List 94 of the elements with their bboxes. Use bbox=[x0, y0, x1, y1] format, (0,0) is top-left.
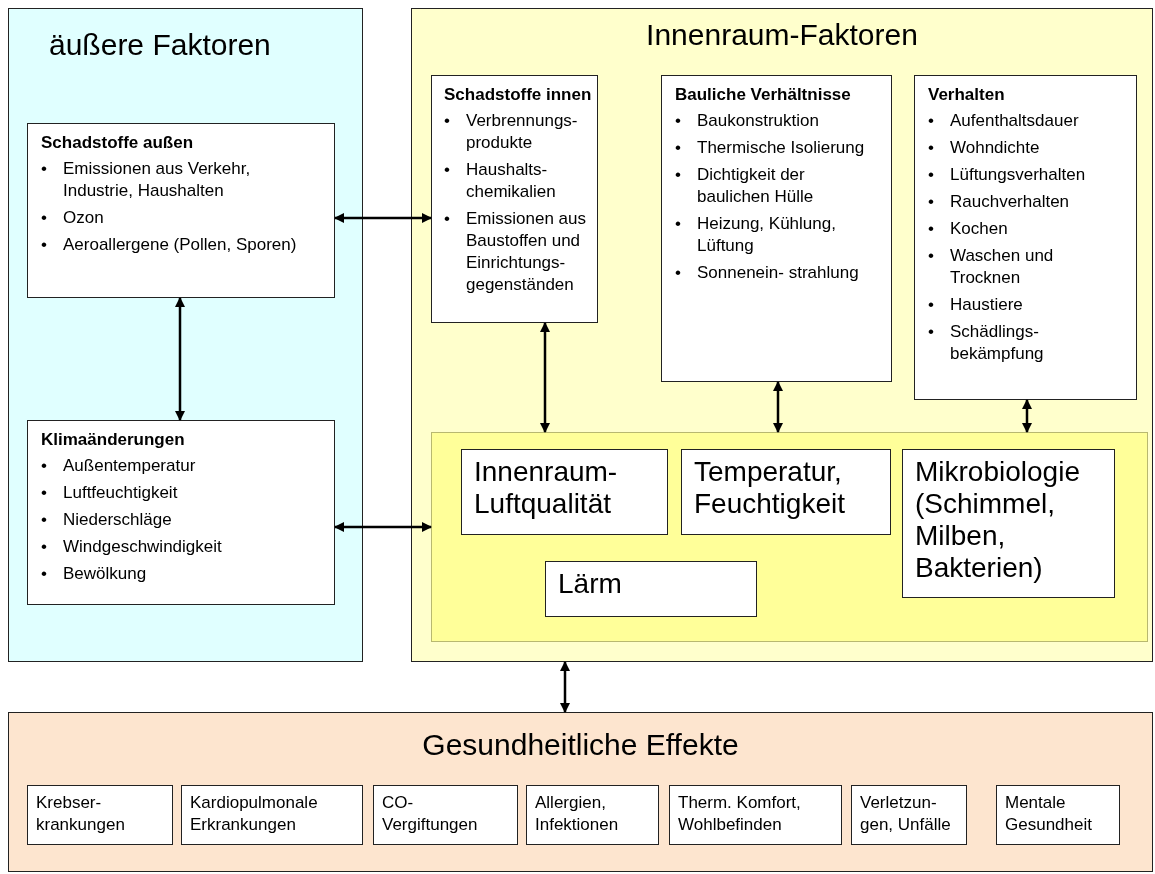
bullet-marker: • bbox=[675, 164, 681, 186]
effect-box bbox=[669, 785, 842, 845]
bullet-item: Waschen und Trocknen bbox=[950, 246, 1054, 287]
bullet-marker: • bbox=[928, 321, 934, 343]
bullet-item: Wohndichte bbox=[950, 138, 1040, 157]
bullet-item: Luftfeuchtigkeit bbox=[63, 483, 178, 502]
effect-box bbox=[851, 785, 967, 845]
bullet-marker: • bbox=[41, 482, 47, 504]
bullet-marker: • bbox=[675, 262, 681, 284]
double-arrow bbox=[334, 213, 432, 223]
effect-box bbox=[526, 785, 659, 845]
condition-box bbox=[545, 561, 757, 617]
effect-box bbox=[27, 785, 173, 845]
bullet-marker: • bbox=[928, 245, 934, 267]
effect-box bbox=[996, 785, 1120, 845]
box-heading: Schadstoffe innen bbox=[444, 84, 593, 106]
bullet-item: Außentemperatur bbox=[63, 456, 196, 475]
effect-box bbox=[181, 785, 363, 845]
bullet-item: Heizung, Kühlung, Lüftung bbox=[697, 214, 836, 255]
bullet-marker: • bbox=[928, 110, 934, 132]
effect-label: Kardiopulmonale Erkrankungen bbox=[190, 792, 319, 836]
list-box bbox=[661, 75, 892, 382]
bullet-marker: • bbox=[928, 137, 934, 159]
effect-label: CO- Vergiftungen bbox=[382, 792, 479, 836]
bullet-item: Rauchverhalten bbox=[950, 192, 1070, 211]
bullet-marker: • bbox=[928, 164, 934, 186]
list-box bbox=[27, 420, 335, 605]
condition-label: Temperatur, Feuchtigkeit bbox=[694, 456, 846, 520]
bullet-marker: • bbox=[41, 207, 47, 229]
bullet-item: Aufenthaltsdauer bbox=[950, 111, 1079, 130]
bullet-item: Emissionen aus Baustoffen und Einrichtungs- gegenständen bbox=[466, 209, 586, 294]
effect-box bbox=[373, 785, 518, 845]
panel-title: Gesundheitliche Effekte bbox=[421, 728, 740, 762]
bullet-item: Dichtigkeit der baulichen Hülle bbox=[697, 165, 814, 206]
health-effects-panel bbox=[8, 712, 1153, 872]
double-arrow bbox=[334, 522, 432, 532]
bullet-marker: • bbox=[41, 509, 47, 531]
list-box bbox=[914, 75, 1137, 400]
effect-label: Therm. Komfort, Wohlbefinden bbox=[678, 792, 802, 836]
bullet-item: Emissionen aus Verkehr, Industrie, Haushalten bbox=[63, 159, 251, 200]
bullet-marker: • bbox=[41, 234, 47, 256]
bullet-item: Schädlings- bekämpfung bbox=[950, 322, 1044, 363]
bullet-item: Bewölkung bbox=[63, 564, 147, 583]
list-box bbox=[431, 75, 598, 323]
condition-label: Innenraum- Luftqualität bbox=[474, 456, 619, 520]
double-arrow bbox=[773, 381, 783, 433]
bullet-marker: • bbox=[41, 536, 47, 558]
condition-box bbox=[902, 449, 1115, 598]
bullet-item: Sonnenein- strahlung bbox=[697, 263, 859, 282]
bullet-marker: • bbox=[444, 208, 450, 230]
bullet-item: Windgeschwindigkeit bbox=[63, 537, 222, 556]
bullet-item: Haushalts- chemikalien bbox=[466, 160, 556, 201]
condition-label: Lärm bbox=[558, 568, 623, 600]
bullet-item: Aeroallergene (Pollen, Sporen) bbox=[63, 235, 297, 254]
outer-factors-panel bbox=[8, 8, 363, 662]
bullet-item: Baukonstruktion bbox=[697, 111, 819, 130]
effect-label: Krebser- krankungen bbox=[36, 792, 126, 836]
list-box bbox=[27, 123, 335, 298]
double-arrow bbox=[175, 297, 185, 421]
condition-box bbox=[681, 449, 891, 535]
bullet-marker: • bbox=[444, 110, 450, 132]
bullet-item: Lüftungsverhalten bbox=[950, 165, 1086, 184]
effect-label: Mentale Gesundheit bbox=[1005, 792, 1093, 836]
bullet-marker: • bbox=[675, 110, 681, 132]
panel-title: äußere Faktoren bbox=[49, 28, 271, 62]
indoor-factors-panel bbox=[411, 8, 1153, 662]
bullet-marker: • bbox=[675, 213, 681, 235]
bullet-item: Verbrennungs- produkte bbox=[466, 111, 578, 152]
condition-box bbox=[461, 449, 668, 535]
bullet-item: Thermische Isolierung bbox=[697, 138, 865, 157]
box-heading: Verhalten bbox=[928, 84, 1006, 106]
bullet-marker: • bbox=[444, 159, 450, 181]
condition-label: Mikrobiologie (Schimmel, Milben, Bakterien) bbox=[915, 456, 1081, 584]
box-heading: Schadstoffe außen bbox=[41, 132, 195, 154]
double-arrow bbox=[540, 322, 550, 433]
double-arrow bbox=[1022, 399, 1032, 433]
effect-label: Allergien, Infektionen bbox=[535, 792, 620, 836]
bullet-item: Haustiere bbox=[950, 295, 1023, 314]
box-heading: Bauliche Verhältnisse bbox=[675, 84, 852, 106]
bullet-item: Niederschläge bbox=[63, 510, 172, 529]
bullet-item: Kochen bbox=[950, 219, 1008, 238]
box-heading: Klimaänderungen bbox=[41, 429, 186, 451]
effect-label: Verletzun- gen, Unfälle bbox=[860, 792, 952, 836]
bullet-marker: • bbox=[41, 158, 47, 180]
double-arrow bbox=[560, 661, 570, 713]
bullet-marker: • bbox=[928, 191, 934, 213]
panel-title: Innenraum-Faktoren bbox=[645, 18, 919, 52]
indoor-conditions-band bbox=[431, 432, 1148, 642]
bullet-marker: • bbox=[675, 137, 681, 159]
bullet-marker: • bbox=[928, 218, 934, 240]
bullet-item: Ozon bbox=[63, 208, 104, 227]
bullet-marker: • bbox=[41, 455, 47, 477]
bullet-marker: • bbox=[928, 294, 934, 316]
bullet-marker: • bbox=[41, 563, 47, 585]
